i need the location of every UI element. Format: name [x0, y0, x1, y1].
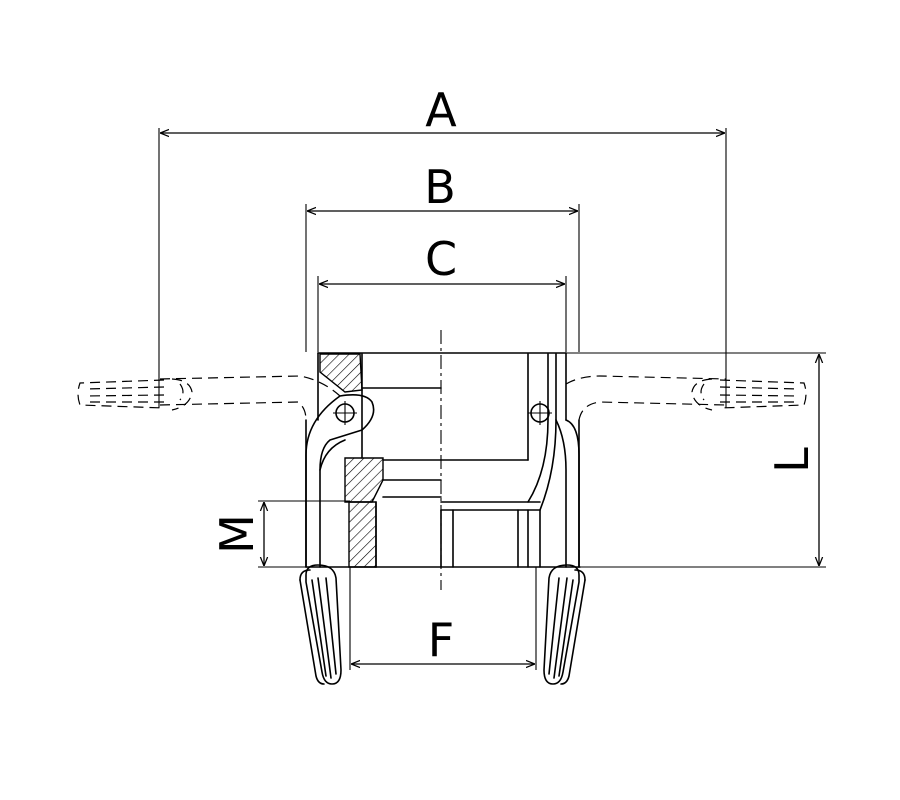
- left-handle: [299, 564, 342, 685]
- right-handle: [543, 564, 586, 685]
- dimension-label-f: F: [428, 613, 454, 667]
- dimension-m: M: [210, 500, 350, 568]
- section-hatch-top: [319, 353, 363, 393]
- dimension-b: B: [305, 160, 580, 352]
- dimension-c: C: [317, 232, 567, 352]
- section-hatch-thread: [348, 501, 377, 568]
- dimension-l: L: [566, 352, 826, 568]
- dimension-label-b: B: [424, 160, 456, 214]
- dimension-label-a: A: [425, 83, 457, 137]
- left-open-grip: [77, 378, 193, 411]
- right-cam-arm: [528, 375, 727, 568]
- section-hatch-gasket: [344, 457, 384, 503]
- dimension-a: A: [158, 83, 727, 408]
- left-cam-arm: [159, 375, 375, 568]
- dimension-f: F: [349, 567, 537, 670]
- dimension-label-c: C: [425, 232, 457, 286]
- dimension-label-l: L: [765, 447, 819, 473]
- coupler-body: [305, 330, 581, 590]
- right-open-grip: [691, 378, 807, 411]
- dimension-label-m: M: [210, 514, 264, 554]
